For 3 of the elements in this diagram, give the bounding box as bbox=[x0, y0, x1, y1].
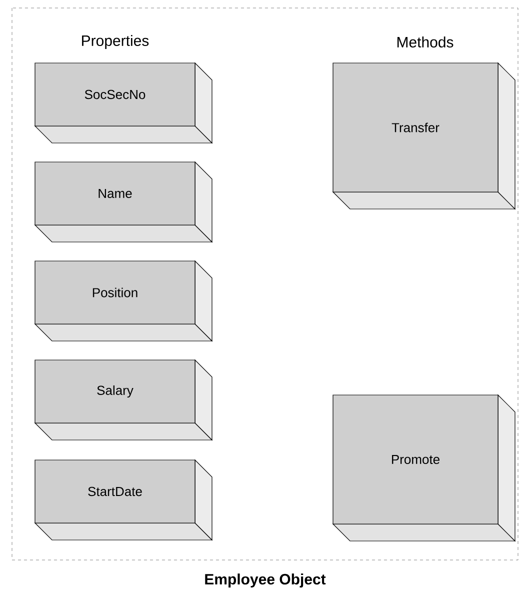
column-heading: Methods bbox=[397, 36, 454, 48]
node-label: Employee Object bbox=[205, 574, 326, 588]
column-heading: Properties bbox=[82, 35, 149, 49]
